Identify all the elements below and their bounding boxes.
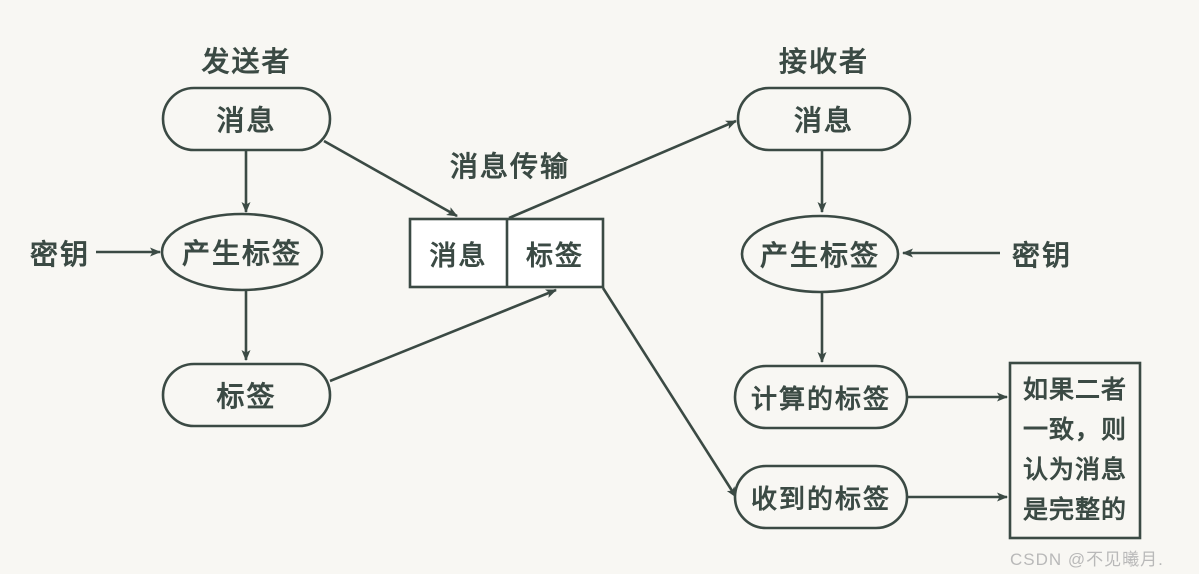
key-label-right: 密钥	[1011, 241, 1072, 272]
transport-label: 消息传输	[449, 152, 570, 183]
receiver-generate-tag-ellipse	[740, 214, 900, 294]
conclusion-box	[1008, 361, 1142, 540]
transport-to-received-tag-arrow	[601, 287, 738, 498]
receiver-message-box	[736, 86, 912, 152]
csdn-watermark: CSDN @不见曦月.	[1010, 550, 1164, 569]
key-label-left: 密钥	[29, 240, 90, 271]
sender-tag-box	[161, 362, 332, 428]
receiver-title: 接收者	[778, 47, 869, 78]
tag-to-transport-arrow	[329, 288, 557, 383]
receiver-computed-tag-box	[733, 364, 909, 430]
sender-title: 发送者	[201, 47, 292, 78]
message-to-transport-arrow	[323, 139, 458, 218]
receiver-received-tag-box	[733, 464, 909, 530]
sender-generate-tag-ellipse	[160, 212, 324, 292]
sender-message-box	[161, 86, 332, 152]
transport-to-receiver-message-arrow	[508, 119, 737, 220]
